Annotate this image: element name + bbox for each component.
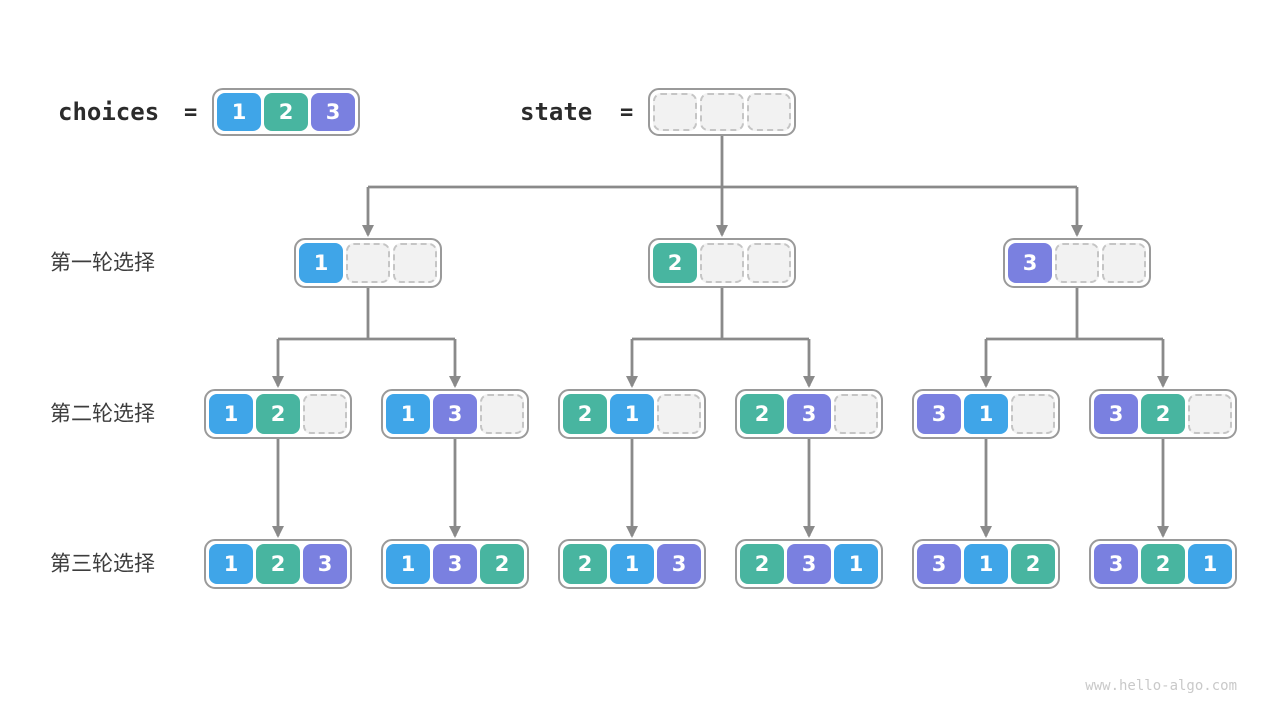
cell-value-1: 1 bbox=[964, 544, 1008, 584]
cell-value-3: 3 bbox=[311, 93, 355, 131]
cell-empty bbox=[747, 93, 791, 131]
cell-value-2: 2 bbox=[264, 93, 308, 131]
cell-value-2: 2 bbox=[740, 394, 784, 434]
cell-empty bbox=[1188, 394, 1232, 434]
cell-empty bbox=[1011, 394, 1055, 434]
cell-empty bbox=[700, 93, 744, 131]
cell-empty bbox=[1055, 243, 1099, 283]
cell-empty bbox=[393, 243, 437, 283]
cell-value-3: 3 bbox=[657, 544, 701, 584]
array-node-state bbox=[648, 88, 796, 136]
round-2-label: 第二轮选择 bbox=[50, 402, 155, 426]
round-1-label: 第一轮选择 bbox=[50, 251, 155, 275]
array-node-n2: 2 bbox=[648, 238, 796, 288]
cell-value-1: 1 bbox=[386, 544, 430, 584]
state-equals-sign: = bbox=[620, 100, 634, 125]
cell-value-3: 3 bbox=[303, 544, 347, 584]
cell-value-1: 1 bbox=[610, 394, 654, 434]
cell-value-3: 3 bbox=[787, 394, 831, 434]
cell-value-3: 3 bbox=[433, 394, 477, 434]
cell-value-3: 3 bbox=[1094, 394, 1138, 434]
cell-value-1: 1 bbox=[386, 394, 430, 434]
array-node-n1: 1 bbox=[294, 238, 442, 288]
cell-value-2: 2 bbox=[256, 394, 300, 434]
cell-value-1: 1 bbox=[610, 544, 654, 584]
cell-value-2: 2 bbox=[1141, 544, 1185, 584]
cell-empty bbox=[700, 243, 744, 283]
cell-value-2: 2 bbox=[653, 243, 697, 283]
cell-value-1: 1 bbox=[217, 93, 261, 131]
cell-value-1: 1 bbox=[834, 544, 878, 584]
cell-empty bbox=[653, 93, 697, 131]
cell-value-2: 2 bbox=[1141, 394, 1185, 434]
cell-value-2: 2 bbox=[563, 394, 607, 434]
cell-value-1: 1 bbox=[209, 544, 253, 584]
cell-value-1: 1 bbox=[964, 394, 1008, 434]
cell-value-3: 3 bbox=[787, 544, 831, 584]
cell-value-3: 3 bbox=[1008, 243, 1052, 283]
cell-empty bbox=[303, 394, 347, 434]
cell-value-3: 3 bbox=[1094, 544, 1138, 584]
array-node-n3: 3 bbox=[1003, 238, 1151, 288]
cell-value-2: 2 bbox=[1011, 544, 1055, 584]
state-label: state bbox=[520, 98, 593, 126]
cell-empty bbox=[834, 394, 878, 434]
cell-empty bbox=[1102, 243, 1146, 283]
cell-value-1: 1 bbox=[299, 243, 343, 283]
watermark-text: www.hello-algo.com bbox=[1085, 678, 1237, 694]
cell-value-1: 1 bbox=[209, 394, 253, 434]
cell-value-2: 2 bbox=[740, 544, 784, 584]
choices-equals-sign: = bbox=[184, 100, 198, 125]
cell-value-3: 3 bbox=[917, 544, 961, 584]
cell-value-1: 1 bbox=[1188, 544, 1232, 584]
choices-label: choices bbox=[58, 98, 160, 126]
cell-value-2: 2 bbox=[480, 544, 524, 584]
cell-value-2: 2 bbox=[563, 544, 607, 584]
cell-value-3: 3 bbox=[917, 394, 961, 434]
cell-value-3: 3 bbox=[433, 544, 477, 584]
cell-empty bbox=[747, 243, 791, 283]
cell-value-2: 2 bbox=[256, 544, 300, 584]
cell-empty bbox=[657, 394, 701, 434]
round-3-label: 第三轮选择 bbox=[50, 552, 155, 576]
cell-empty bbox=[480, 394, 524, 434]
cell-empty bbox=[346, 243, 390, 283]
